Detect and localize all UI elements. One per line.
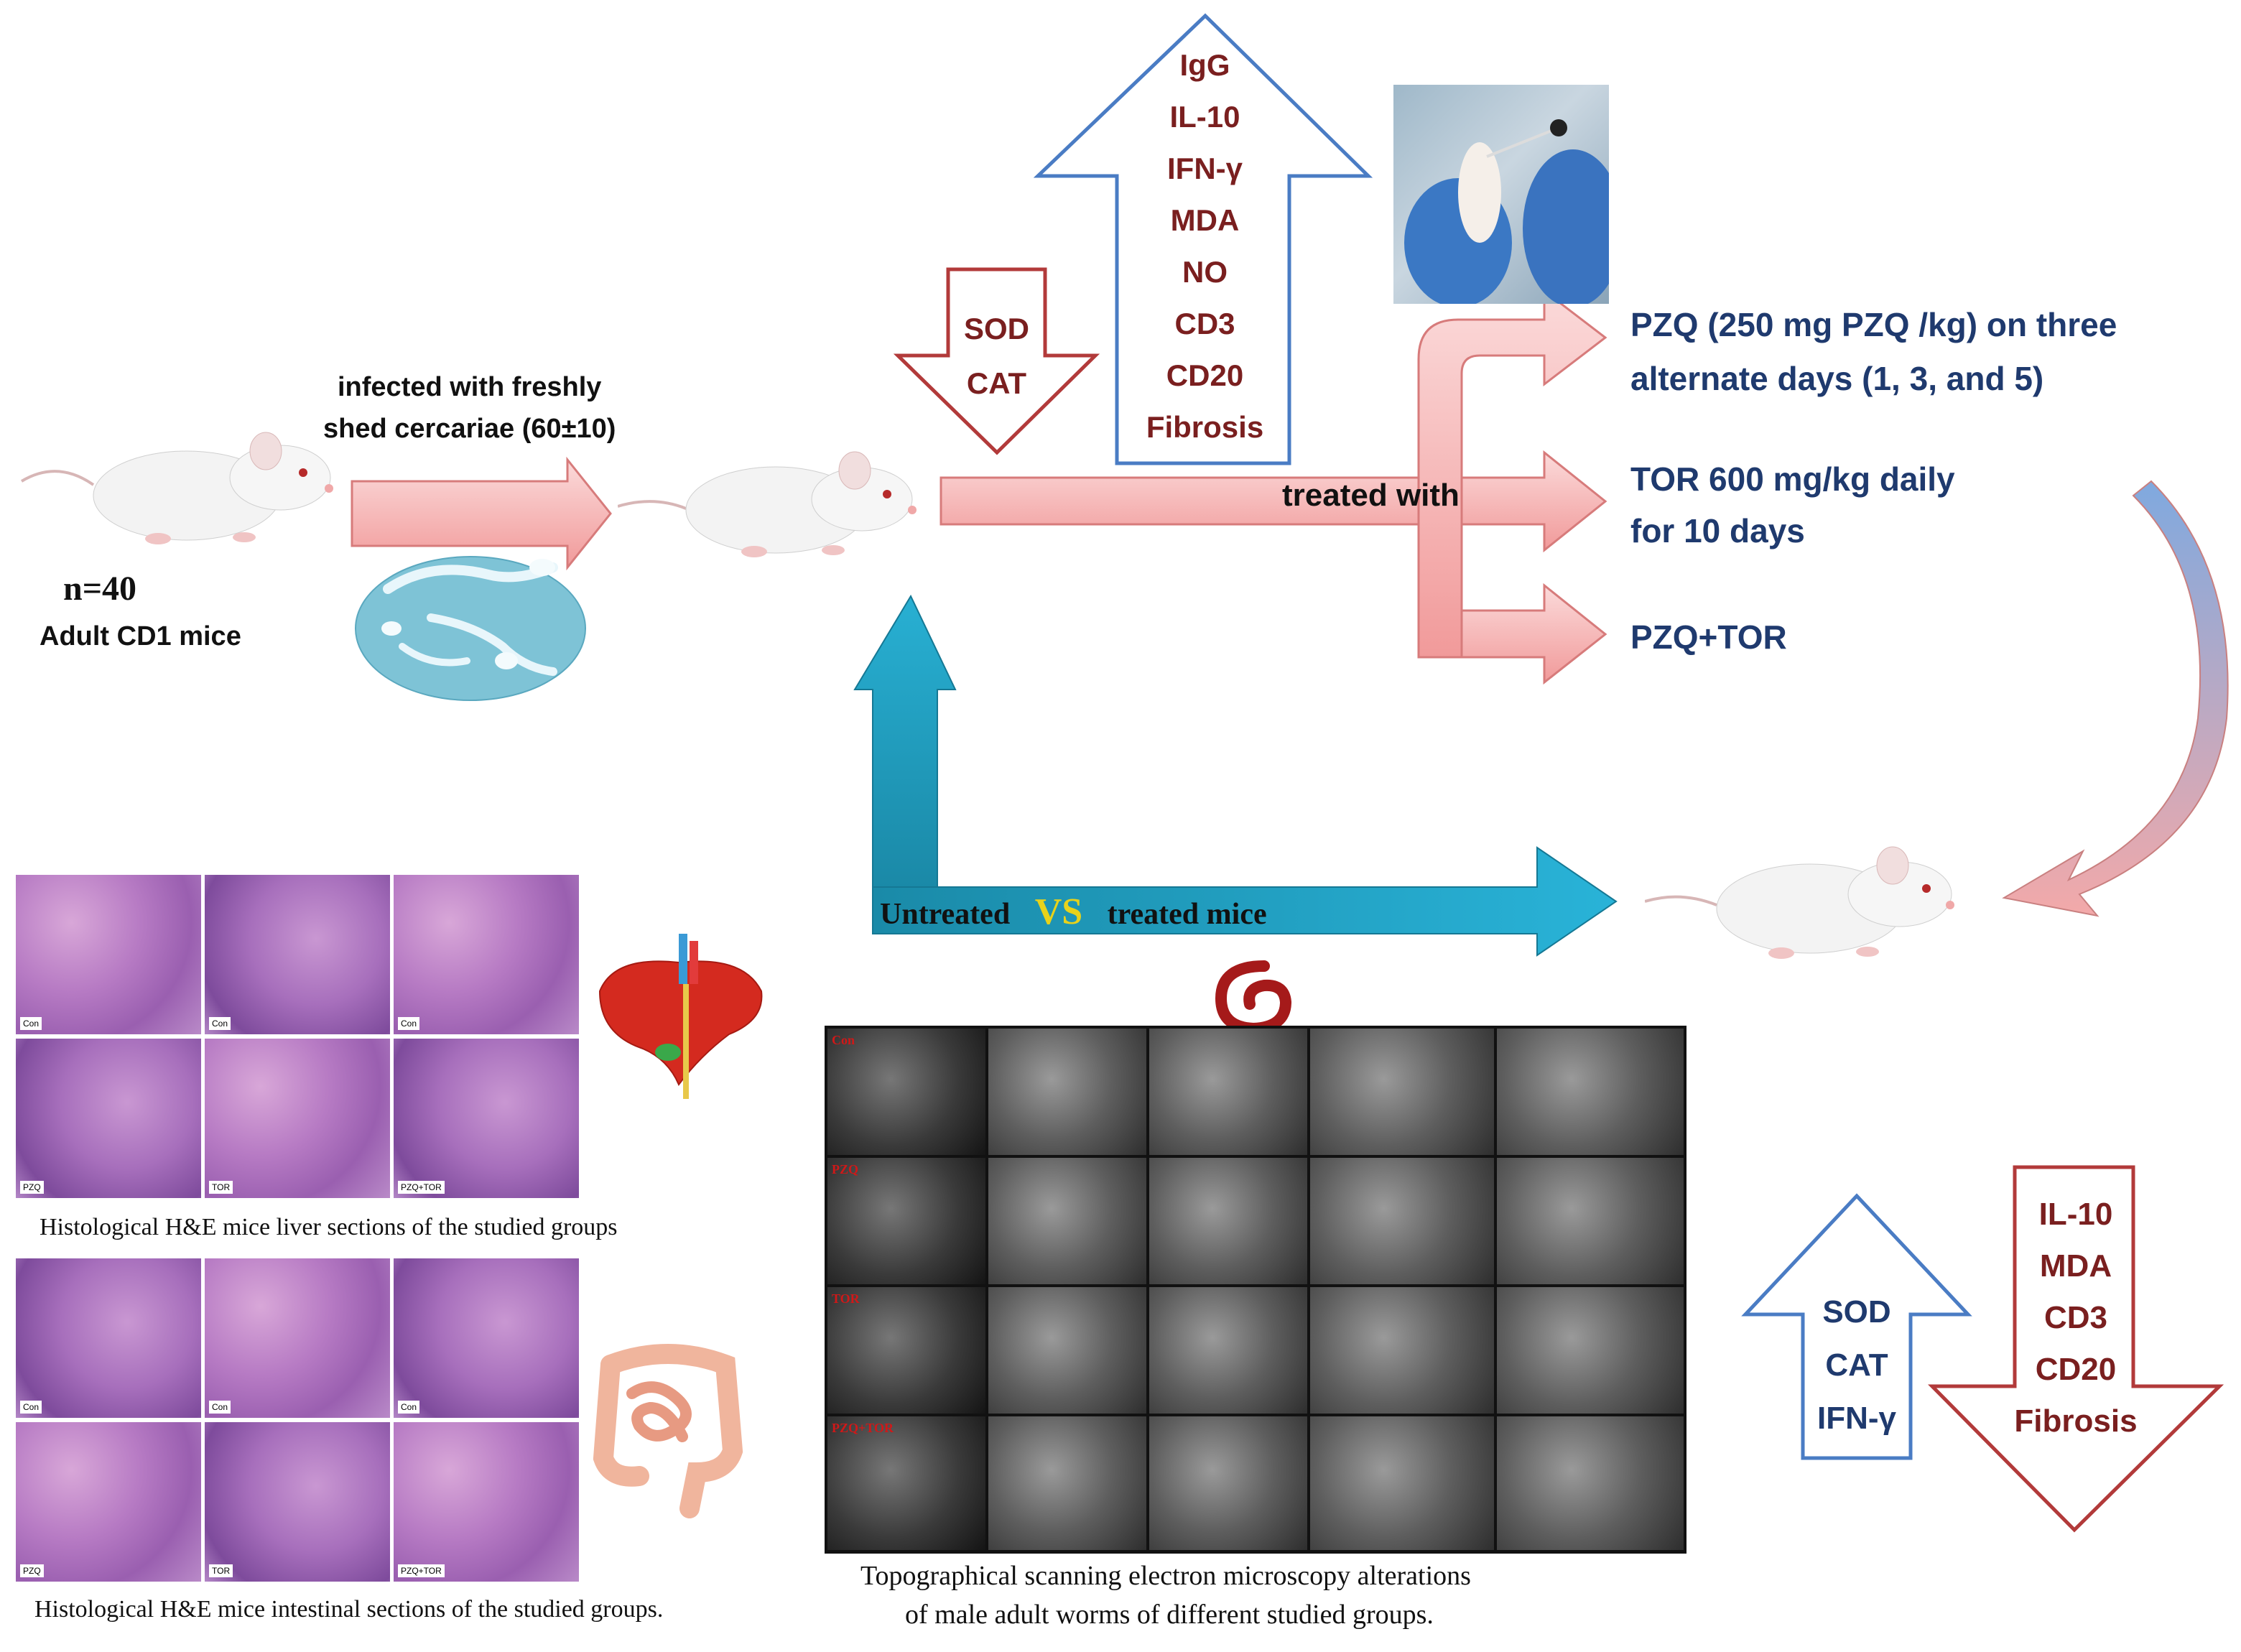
sem-panel [988,1287,1146,1414]
treatment-combo: PZQ+TOR [1630,618,1787,656]
liver-panel: PZQ+TOR [394,1039,579,1198]
marker-cd3: CD3 [1174,307,1235,340]
sem-panel [1310,1029,1494,1155]
sem-panel [1310,1416,1494,1550]
intestine-panel: Con [394,1258,579,1418]
comparison-untreated: Untreated [880,898,1011,931]
liver-panel: Con [394,875,579,1034]
liver-caption: Histological H&E mice liver sections of … [40,1214,618,1240]
increase-list-bottom: SOD CAT IFN-γ [1803,1286,1911,1445]
liver-histology-grid: Con Con Con PZQ TOR PZQ+TOR [16,875,580,1202]
marker-sod-bottom: SOD [1822,1294,1891,1330]
comparison-vs: VS [1034,891,1083,932]
treatment-pzq-line2: alternate days (1, 3, and 5) [1630,360,2044,397]
sem-panel [1310,1158,1494,1284]
treated-with-label: treated with [1282,478,1460,513]
oral-gavage-photo [1393,85,1623,307]
infection-label-line2: shed cercariae (60±10) [323,414,616,444]
liver-panel: PZQ [16,1039,201,1198]
intestine-histology-grid: Con Con Con PZQ TOR PZQ+TOR [16,1258,580,1585]
treatment-tor-line2: for 10 days [1630,512,1805,549]
sem-caption-line1: Topographical scanning electron microsco… [860,1561,1471,1591]
marker-ifn-gamma: IFN-γ [1167,152,1243,185]
mouse-treated-image [1645,846,1954,959]
increase-list-top: IgG IL-10 IFN-γ MDA NO CD3 CD20 Fibrosis [1120,40,1289,453]
marker-fibrosis: Fibrosis [1146,410,1264,444]
sem-image-grid: Con PZQ TOR PZQ+TOR [825,1026,1686,1554]
liver-panel: Con [16,875,201,1034]
sem-panel [1149,1029,1307,1155]
intestine-panel: PZQ [16,1422,201,1582]
liver-panel: TOR [205,1039,390,1198]
sem-panel [1497,1416,1684,1550]
increase-arrow-bottom [1741,1193,1972,1460]
mouse-adult-image [20,432,333,544]
treatment-tor-line1: TOR 600 mg/kg daily [1630,460,1955,498]
mouse-strain-label: Adult CD1 mice [40,621,241,651]
sem-panel [1497,1029,1684,1155]
sem-caption-line2: of male adult worms of different studied… [905,1600,1434,1630]
sem-panel [1310,1287,1494,1414]
cercariae-image [355,556,586,701]
liver-icon [598,934,763,1099]
intestine-panel: Con [16,1258,201,1418]
infection-arrow [351,456,612,571]
marker-cd3-bottom: CD3 [2043,1300,2108,1335]
treated-with-arrow [939,450,1607,553]
intestine-icon [593,1344,743,1518]
curved-return-arrow [2002,480,2229,917]
sem-panel: TOR [827,1287,985,1414]
marker-no: NO [1182,255,1228,289]
marker-mda-bottom: MDA [2039,1248,2112,1284]
increase-arrow-top [1033,13,1373,465]
comparison-arrows [853,594,1618,957]
decrease-arrow-bottom [1928,1165,2224,1533]
sem-panel [988,1158,1146,1284]
marker-mda: MDA [1170,203,1240,237]
sem-panel [1497,1158,1684,1284]
schistosome-worm-icon [1215,960,1292,1035]
decrease-list-bottom: IL-10 MDA CD3 CD20 Fibrosis [1990,1189,2162,1447]
sample-size-label: n=40 [63,570,137,608]
sem-panel [1149,1158,1307,1284]
infection-label-line1: infected with freshly [338,372,602,402]
marker-cd20-bottom: CD20 [2035,1352,2117,1387]
marker-igg: IgG [1179,48,1230,82]
intestine-panel: Con [205,1258,390,1418]
marker-cat-bottom: CAT [1825,1347,1888,1383]
intestine-panel: TOR [205,1422,390,1582]
marker-il10-bottom: IL-10 [2038,1197,2113,1232]
sem-panel: Con [827,1029,985,1155]
marker-sod: SOD [963,312,1029,345]
marker-ifn-gamma-bottom: IFN-γ [1817,1401,1896,1436]
decrease-arrow-top [893,267,1100,455]
sem-panel [988,1029,1146,1155]
comparison-treated: treated mice [1107,898,1267,931]
decrease-list-top: SOD CAT [948,302,1045,411]
intestine-caption: Histological H&E mice intestinal section… [34,1596,664,1623]
sem-panel [1149,1287,1307,1414]
treatment-branch-arrows [1417,288,1607,685]
marker-cd20: CD20 [1166,358,1244,392]
treatment-pzq-line1: PZQ (250 mg PZQ /kg) on three [1630,306,2117,343]
sem-panel: PZQ+TOR [827,1416,985,1550]
sem-panel: PZQ [827,1158,985,1284]
mouse-infected-image [618,451,917,557]
intestine-panel: PZQ+TOR [394,1422,579,1582]
liver-panel: Con [205,875,390,1034]
sem-panel [1497,1287,1684,1414]
marker-cat: CAT [966,366,1027,400]
sem-panel [1149,1416,1307,1550]
sem-panel [988,1416,1146,1550]
marker-fibrosis-bottom: Fibrosis [2014,1403,2138,1439]
comparison-label: Untreated VS treated mice [880,891,1267,933]
marker-il10: IL-10 [1169,100,1240,134]
